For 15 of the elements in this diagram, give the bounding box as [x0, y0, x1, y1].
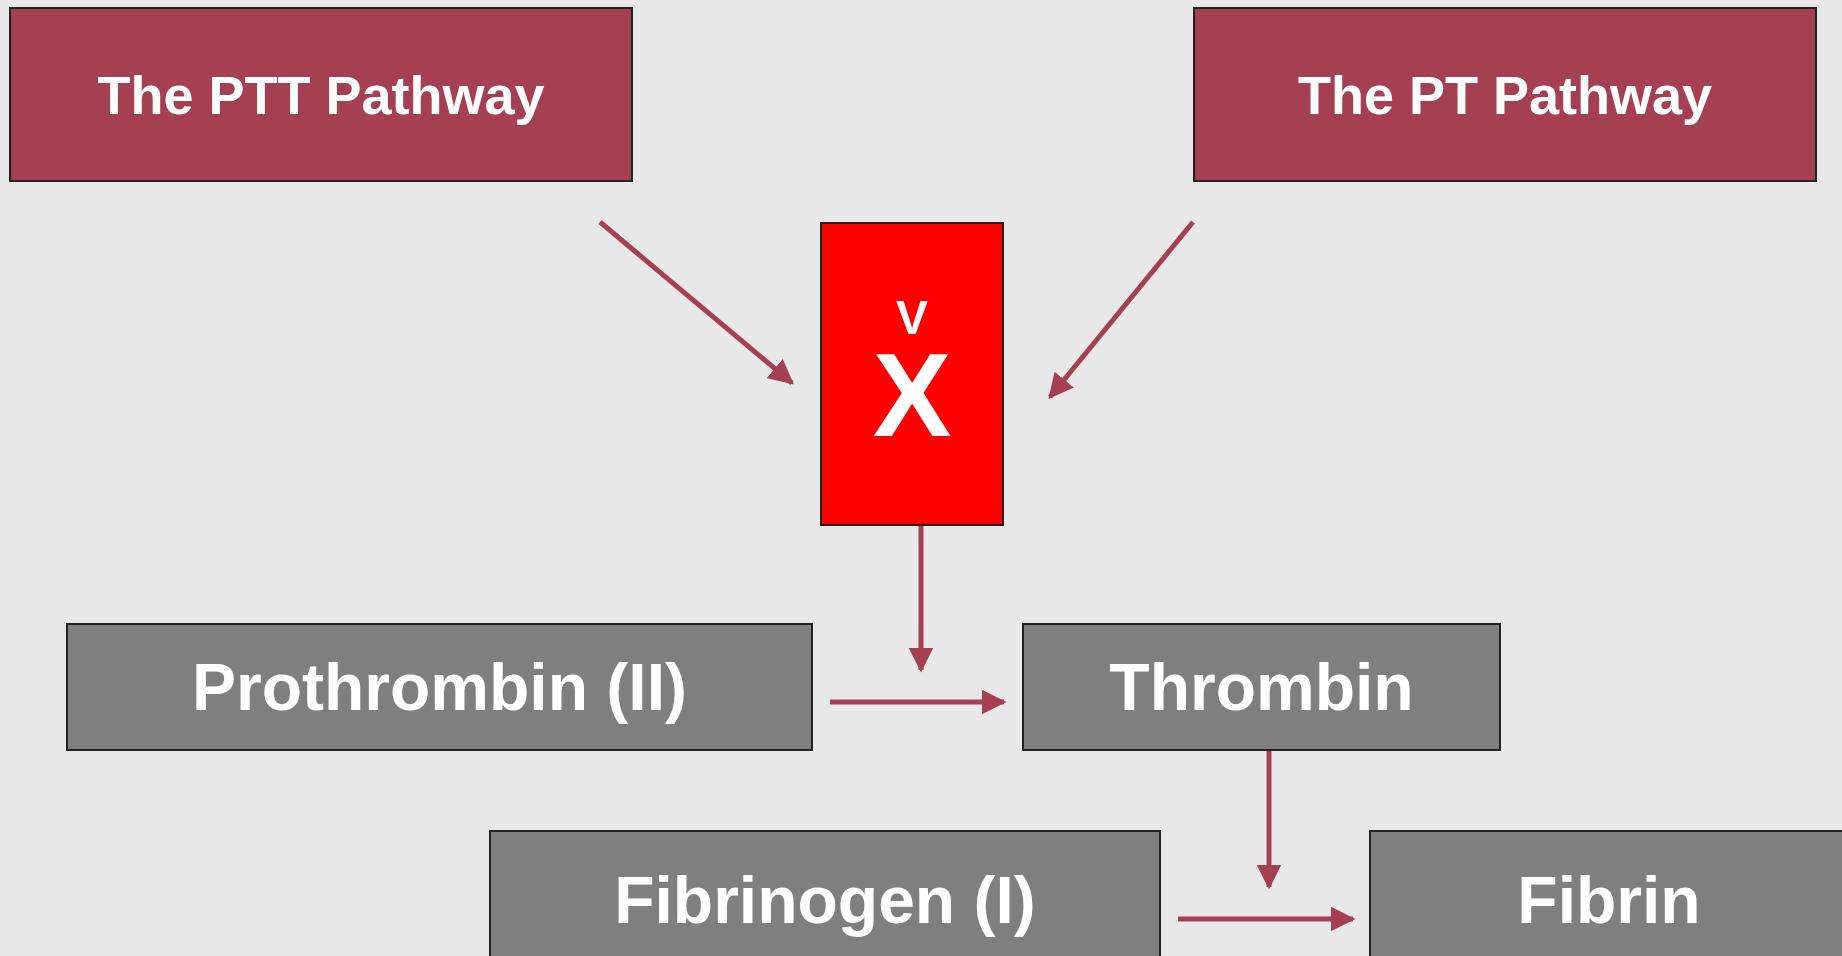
arrow [1178, 906, 1356, 932]
arrow [908, 526, 934, 673]
arrow [1048, 220, 1195, 399]
node-label: Fibrin [1517, 867, 1701, 933]
arrow [598, 220, 794, 385]
protein-box [66, 623, 813, 751]
pathway-box [9, 7, 633, 182]
protein-box [1022, 623, 1501, 751]
arrow [830, 689, 1007, 715]
arrow [1256, 751, 1282, 890]
pathway-box [1193, 7, 1817, 182]
protein-box [489, 830, 1161, 956]
factor-box [820, 222, 1004, 526]
node-label: Thrombin [1109, 654, 1414, 720]
protein-box [1369, 830, 1842, 956]
